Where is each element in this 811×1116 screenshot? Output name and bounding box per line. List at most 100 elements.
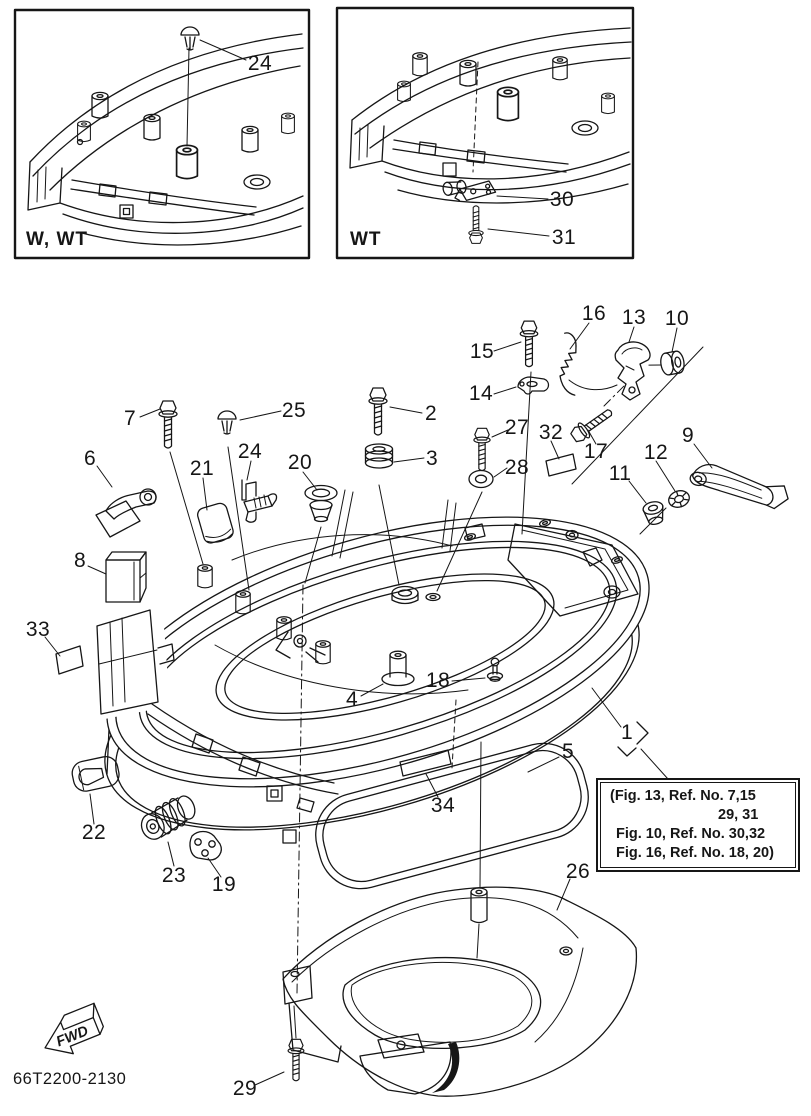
callout-33: 33: [25, 618, 51, 641]
inset-label-wt: WT: [350, 229, 382, 250]
part-16-spring: [559, 332, 577, 396]
callout-7: 7: [123, 407, 137, 430]
callout-22: 22: [81, 821, 107, 844]
reference-note-text: (Fig. 13, Ref. No. 7,15 29, 31 Fig. 10, …: [600, 782, 796, 868]
part-23-grommet: [140, 795, 196, 840]
part-8-pad: [105, 551, 147, 603]
assembly-axis-lines: [169, 346, 704, 1039]
callout-29: 29: [232, 1077, 258, 1100]
drawing-code: 66T2200-2130: [13, 1070, 127, 1088]
reference-note-box: (Fig. 13, Ref. No. 7,15 29, 31 Fig. 10, …: [596, 778, 800, 872]
part-22-cap: [71, 756, 120, 792]
callout-8: 8: [73, 549, 87, 572]
callout-leaders: [44, 322, 713, 1086]
part-28-washer: [468, 469, 494, 489]
callout-23: 23: [161, 864, 187, 887]
part-17-bolt: [567, 403, 617, 446]
part-25-rivet: [217, 410, 237, 435]
cowling-sketch-w-wt: [27, 33, 304, 246]
callout-1: 1: [620, 721, 634, 744]
part-3-grommet: [364, 443, 394, 469]
part-20-plug: [304, 484, 338, 523]
part-29-bolt: [287, 1038, 305, 1082]
callout-24-2: 24: [237, 440, 263, 463]
leader-30: [496, 195, 549, 200]
left-mechanism: [275, 631, 326, 663]
inset-label-w-wt: W, WT: [26, 229, 88, 250]
center-boss: [391, 585, 441, 605]
callout-2: 2: [424, 402, 438, 425]
callout-18: 18: [425, 669, 451, 692]
part-2-bolt: [368, 387, 388, 436]
reference-note-line: (Fig. 13, Ref. No. 7,15: [610, 788, 756, 804]
reference-note-line: Fig. 16, Ref. No. 18, 20): [616, 845, 774, 861]
part-26-lower-cover: [282, 886, 638, 1097]
cowling-sketch-wt: [349, 27, 632, 204]
assembly-bracket-icon: [617, 746, 637, 757]
cover-post: [470, 887, 488, 924]
callout-14: 14: [468, 382, 494, 405]
callout-10: 10: [664, 307, 690, 330]
part-24-plug-inset: [180, 26, 200, 147]
callout-27: 27: [504, 416, 530, 439]
fwd-arrow-icon: FWD: [44, 1002, 104, 1055]
part-9-lever: [689, 463, 789, 510]
fwd-label: FWD: [54, 1023, 91, 1050]
callout-12: 12: [643, 441, 669, 464]
callout-9: 9: [681, 424, 695, 447]
part-5-seal: [315, 742, 589, 890]
part-19-plate: [189, 830, 222, 861]
callout-16: 16: [581, 302, 607, 325]
inset-wt-border: [335, 6, 635, 260]
part-21-pad: [197, 502, 234, 544]
callout-32: 32: [538, 421, 564, 444]
callout-24: 24: [247, 52, 273, 75]
leader-31: [487, 228, 550, 237]
inset-w-wt-border: [13, 8, 311, 260]
right-platform: [507, 523, 639, 617]
part-24-clip: [241, 479, 278, 523]
part-14-clamp: [517, 376, 550, 395]
assembly-bracket-icon: [636, 721, 649, 745]
part-4-grommet: [381, 650, 415, 687]
part-33-sticker: [55, 645, 84, 675]
callout-30: 30: [549, 188, 575, 211]
part-18-pin: [486, 657, 504, 682]
callout-11: 11: [608, 462, 632, 485]
part-11-grommet: [642, 501, 664, 525]
part-30-clamp: [442, 179, 497, 201]
part-13-latch: [614, 341, 651, 401]
callout-28: 28: [504, 456, 530, 479]
callout-13: 13: [621, 306, 647, 329]
callout-21: 21: [189, 457, 215, 480]
part-32-sticker: [545, 453, 577, 477]
part-10-roller: [648, 350, 685, 376]
part-34-sticker: [399, 749, 452, 777]
reference-note-line: Fig. 10, Ref. No. 30,32: [616, 826, 766, 842]
leader-24-inset: [199, 39, 247, 61]
callout-17: 17: [583, 440, 609, 463]
callout-15: 15: [469, 340, 495, 363]
reference-note-line: 29, 31: [718, 807, 759, 823]
part-27-bolt: [473, 427, 491, 472]
callout-19: 19: [211, 873, 237, 896]
part-31-bolt-inset: [468, 205, 484, 244]
callout-5: 5: [561, 740, 575, 763]
callout-31: 31: [551, 226, 577, 249]
callout-25: 25: [281, 399, 307, 422]
callout-26: 26: [565, 860, 591, 883]
part-15-bolt: [519, 320, 539, 368]
part-7-bolt: [158, 400, 178, 449]
callout-20: 20: [287, 451, 313, 474]
inset-w-wt-art: [13, 8, 311, 260]
callout-6: 6: [83, 447, 97, 470]
part-12-lockwasher: [668, 490, 690, 508]
callout-3: 3: [425, 447, 439, 470]
part-1-bottom-cowling: [55, 489, 650, 844]
inset-wt-art: [335, 6, 635, 260]
axis-30-dashed: [472, 61, 479, 173]
part-6-lever: [95, 488, 157, 538]
callout-4: 4: [345, 688, 359, 711]
